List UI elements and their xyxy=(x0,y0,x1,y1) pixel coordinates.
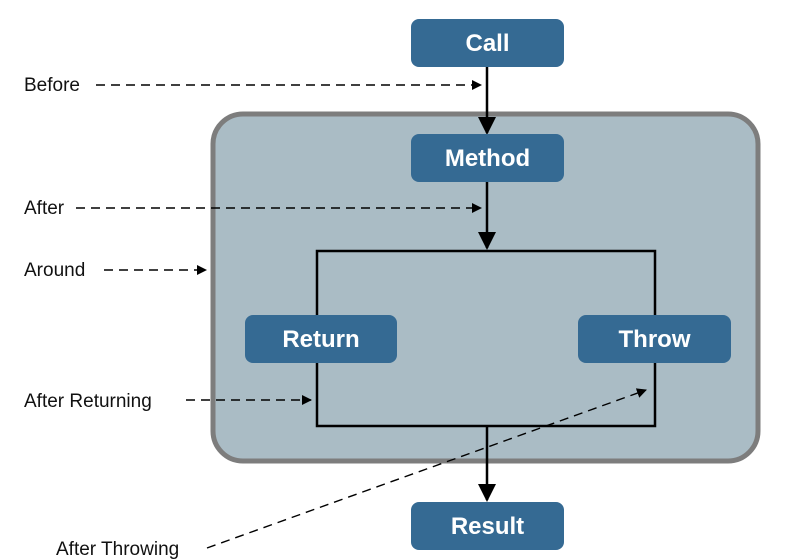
result-node-label: Result xyxy=(451,513,524,540)
return-node: Return xyxy=(245,315,397,363)
return-node-label: Return xyxy=(282,326,359,353)
throw-node: Throw xyxy=(578,315,731,363)
call-node: Call xyxy=(411,19,564,67)
after-returning-label: After Returning xyxy=(24,391,152,412)
result-node: Result xyxy=(411,502,564,550)
throw-node-label: Throw xyxy=(619,326,691,353)
call-node-label: Call xyxy=(465,30,509,57)
after-label: After xyxy=(24,198,65,219)
method-node: Method xyxy=(411,134,564,182)
after-throwing-pointer xyxy=(206,388,647,549)
before-label: Before xyxy=(24,75,80,96)
around-label: Around xyxy=(24,260,85,281)
after-throwing-label: After Throwing xyxy=(56,539,179,559)
method-node-label: Method xyxy=(445,145,530,172)
around-container xyxy=(210,111,761,464)
